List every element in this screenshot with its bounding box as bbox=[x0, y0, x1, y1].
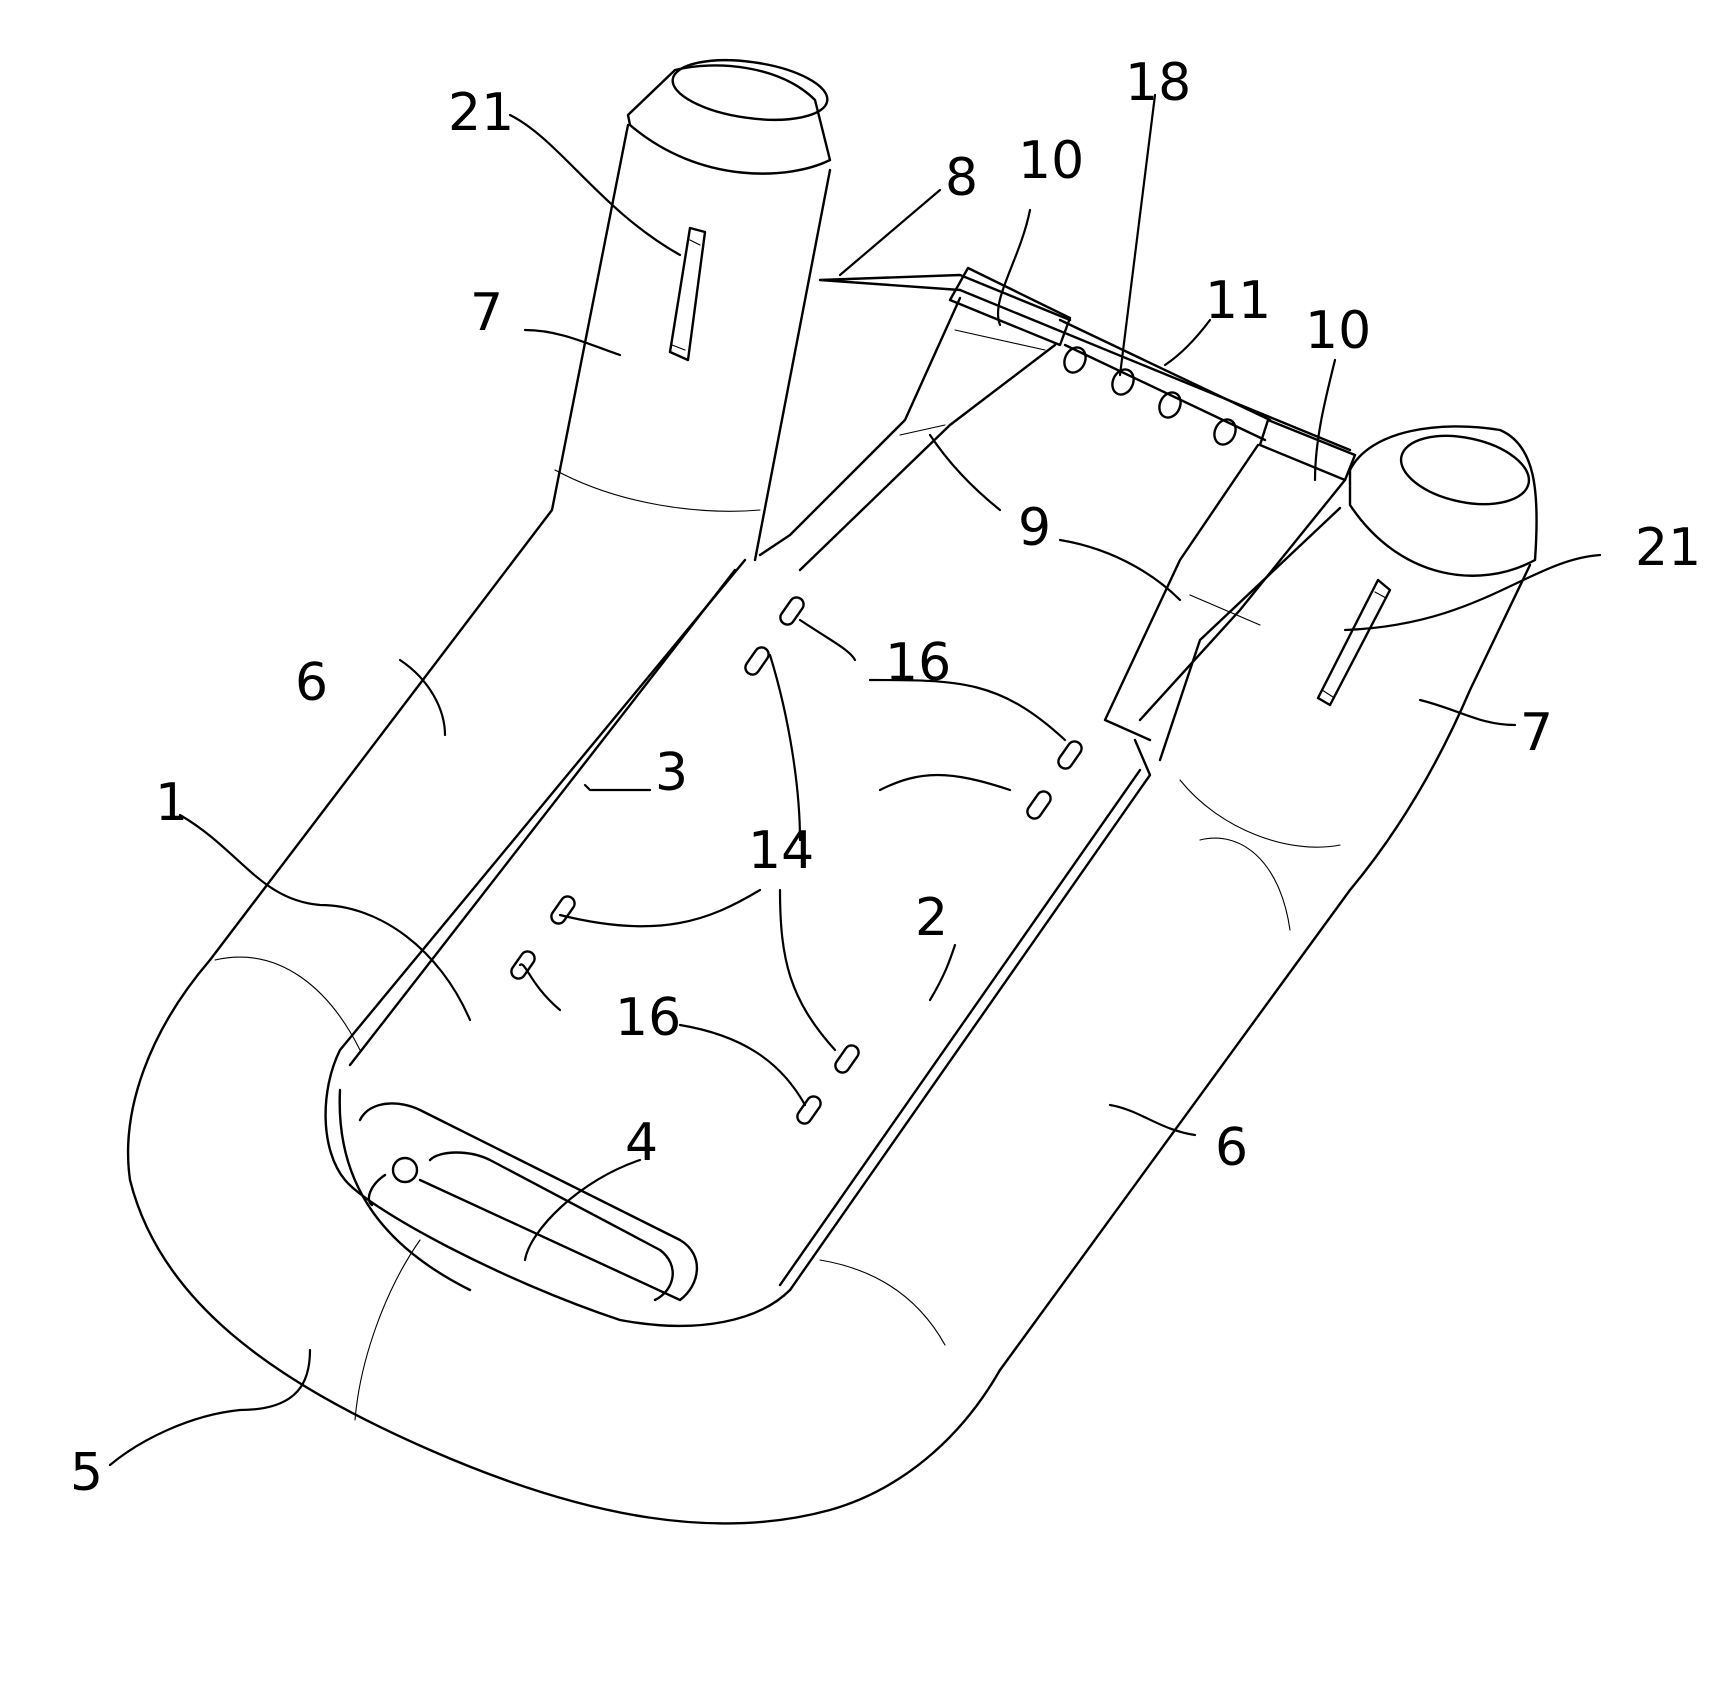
label-21-left: 21 bbox=[448, 83, 514, 143]
rear-bar bbox=[1060, 320, 1270, 448]
label-7-left: 7 bbox=[470, 283, 503, 343]
label-21-right: 21 bbox=[1635, 518, 1701, 578]
slot-icon bbox=[833, 1043, 862, 1076]
slot-icon bbox=[1025, 789, 1054, 822]
label-10-right: 10 bbox=[1305, 301, 1371, 361]
slot-icon bbox=[1056, 739, 1085, 772]
handle-icon-left bbox=[670, 228, 705, 360]
label-14: 14 bbox=[748, 821, 814, 881]
label-9-left: 9 bbox=[1018, 498, 1051, 558]
right-support bbox=[1105, 420, 1355, 740]
slot-icon bbox=[743, 645, 772, 678]
label-16-lower: 16 bbox=[615, 988, 681, 1048]
hole-icon bbox=[1108, 366, 1137, 398]
label-18: 18 bbox=[1125, 53, 1191, 113]
hole-icon bbox=[1210, 416, 1239, 448]
label-11: 11 bbox=[1205, 271, 1271, 331]
label-2: 2 bbox=[915, 888, 948, 948]
body-panel bbox=[326, 275, 1350, 1326]
label-1: 1 bbox=[155, 773, 188, 833]
label-6-right: 6 bbox=[1215, 1118, 1248, 1178]
label-10-left: 10 bbox=[1018, 131, 1084, 191]
hole-icon bbox=[1155, 389, 1184, 421]
label-5: 5 bbox=[70, 1443, 103, 1503]
left-tube-cap bbox=[628, 51, 831, 173]
label-3: 3 bbox=[655, 743, 688, 803]
slot-icon bbox=[795, 1094, 824, 1127]
handle-icon-right bbox=[1318, 580, 1390, 705]
leader-lines bbox=[110, 95, 1600, 1465]
label-7-right: 7 bbox=[1520, 703, 1553, 763]
label-16-upper: 16 bbox=[885, 633, 951, 693]
label-6-left: 6 bbox=[295, 653, 328, 713]
label-4: 4 bbox=[625, 1113, 658, 1173]
labels: 21 7 8 10 18 11 10 9 21 7 6 16 3 1 14 2 … bbox=[70, 53, 1701, 1503]
slot-icon bbox=[549, 894, 578, 927]
hole-icon bbox=[1060, 344, 1089, 376]
label-8: 8 bbox=[945, 148, 978, 208]
right-tube-cap bbox=[1350, 425, 1537, 576]
